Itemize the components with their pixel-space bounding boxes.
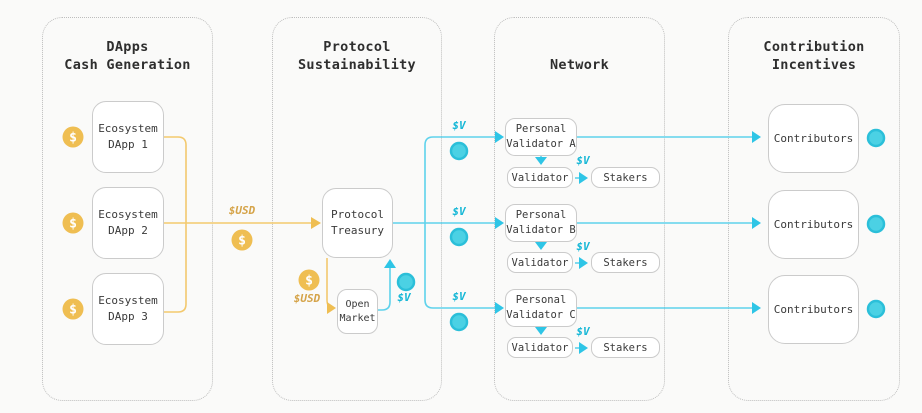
dollar-glyph: $ bbox=[69, 217, 77, 232]
edge-treasury-to-pva bbox=[424, 136, 496, 223]
arrowhead-icon bbox=[579, 172, 588, 184]
node-open-market: Open Market bbox=[337, 289, 378, 334]
edge-label-usd-market: $USD bbox=[293, 292, 321, 305]
arrowhead-icon bbox=[752, 131, 761, 143]
node-contributors-3: Contributors bbox=[768, 275, 859, 344]
section-dapps-cash-generation: DApps Cash Generation bbox=[42, 17, 213, 401]
v-token-icon bbox=[866, 214, 886, 234]
dollar-glyph: $ bbox=[305, 274, 313, 289]
section-title: Network bbox=[550, 57, 609, 73]
coin-icon: $ bbox=[298, 269, 320, 291]
edge-dapps-merge bbox=[163, 136, 187, 313]
node-protocol-treasury: Protocol Treasury bbox=[322, 188, 393, 258]
arrowhead-icon bbox=[384, 259, 396, 268]
v-token-icon bbox=[866, 128, 886, 148]
arrowhead-icon bbox=[752, 217, 761, 229]
usd-arrowheads bbox=[311, 217, 336, 314]
v-token-icon bbox=[396, 272, 416, 292]
section-network: Network bbox=[494, 17, 665, 401]
edge-label-v-branch-a: $V bbox=[452, 119, 466, 132]
section-title: Contribution Incentives bbox=[763, 39, 865, 73]
node-stakers-b: Stakers bbox=[591, 252, 660, 273]
node-personal-validator-b: Personal Validator B bbox=[505, 204, 577, 242]
node-ecosystem-dapp-3: Ecosystem DApp 3 bbox=[92, 273, 164, 345]
section-protocol-sustainability: Protocol Sustainability bbox=[272, 17, 442, 401]
v-token-icon bbox=[449, 141, 469, 161]
node-contributors-2: Contributors bbox=[768, 190, 859, 259]
coin-icon: $ bbox=[62, 126, 84, 148]
edge-label-v-stakers-a: $V bbox=[576, 154, 590, 167]
arrowhead-icon bbox=[495, 217, 504, 229]
arrowhead-icon bbox=[579, 257, 588, 269]
v-arrowheads bbox=[384, 131, 761, 354]
node-ecosystem-dapp-1: Ecosystem DApp 1 bbox=[92, 101, 164, 173]
usd-coins: $ $ $ $ $ bbox=[62, 126, 320, 320]
dollar-glyph: $ bbox=[238, 234, 246, 249]
node-validator-b: Validator bbox=[507, 252, 573, 273]
edge-label-v-market: $V bbox=[397, 291, 411, 304]
node-ecosystem-dapp-2: Ecosystem DApp 2 bbox=[92, 187, 164, 259]
section-contribution-incentives: Contribution Incentives bbox=[728, 17, 900, 401]
coin-icon: $ bbox=[62, 212, 84, 234]
edge-label-v-branch-b: $V bbox=[452, 205, 466, 218]
v-token-icon bbox=[449, 227, 469, 247]
v-token-icon bbox=[866, 299, 886, 319]
v-token-icon bbox=[449, 312, 469, 332]
edge-treasury-to-pvc bbox=[424, 223, 496, 309]
edge-label-v-stakers-b: $V bbox=[576, 240, 590, 253]
dollar-glyph: $ bbox=[69, 131, 77, 146]
section-title: Protocol Sustainability bbox=[298, 39, 416, 73]
arrowhead-icon bbox=[535, 242, 547, 250]
node-validator-a: Validator bbox=[507, 167, 573, 188]
arrowhead-icon bbox=[495, 302, 504, 314]
edge-label-v-branch-c: $V bbox=[452, 290, 466, 303]
edge-label-usd-main: $USD bbox=[228, 204, 256, 217]
dollar-glyph: $ bbox=[69, 303, 77, 318]
arrowhead-icon bbox=[535, 157, 547, 165]
node-personal-validator-c: Personal Validator C bbox=[505, 289, 577, 327]
edge-label-v-stakers-c: $V bbox=[576, 325, 590, 338]
arrowhead-icon bbox=[535, 327, 547, 335]
section-title: DApps Cash Generation bbox=[64, 39, 191, 73]
node-validator-c: Validator bbox=[507, 337, 573, 358]
coin-icon: $ bbox=[231, 229, 253, 251]
arrowhead-icon bbox=[311, 217, 321, 229]
edge-market-to-treasury bbox=[378, 267, 391, 311]
coin-icon: $ bbox=[62, 298, 84, 320]
arrowhead-icon bbox=[495, 131, 504, 143]
arrowhead-icon bbox=[327, 302, 336, 314]
node-stakers-a: Stakers bbox=[591, 167, 660, 188]
v-edges bbox=[378, 136, 752, 349]
node-contributors-1: Contributors bbox=[768, 104, 859, 173]
node-personal-validator-a: Personal Validator A bbox=[505, 118, 577, 156]
v-token-circles bbox=[396, 128, 886, 332]
node-stakers-c: Stakers bbox=[591, 337, 660, 358]
arrowhead-icon bbox=[579, 342, 588, 354]
arrowhead-icon bbox=[752, 302, 761, 314]
